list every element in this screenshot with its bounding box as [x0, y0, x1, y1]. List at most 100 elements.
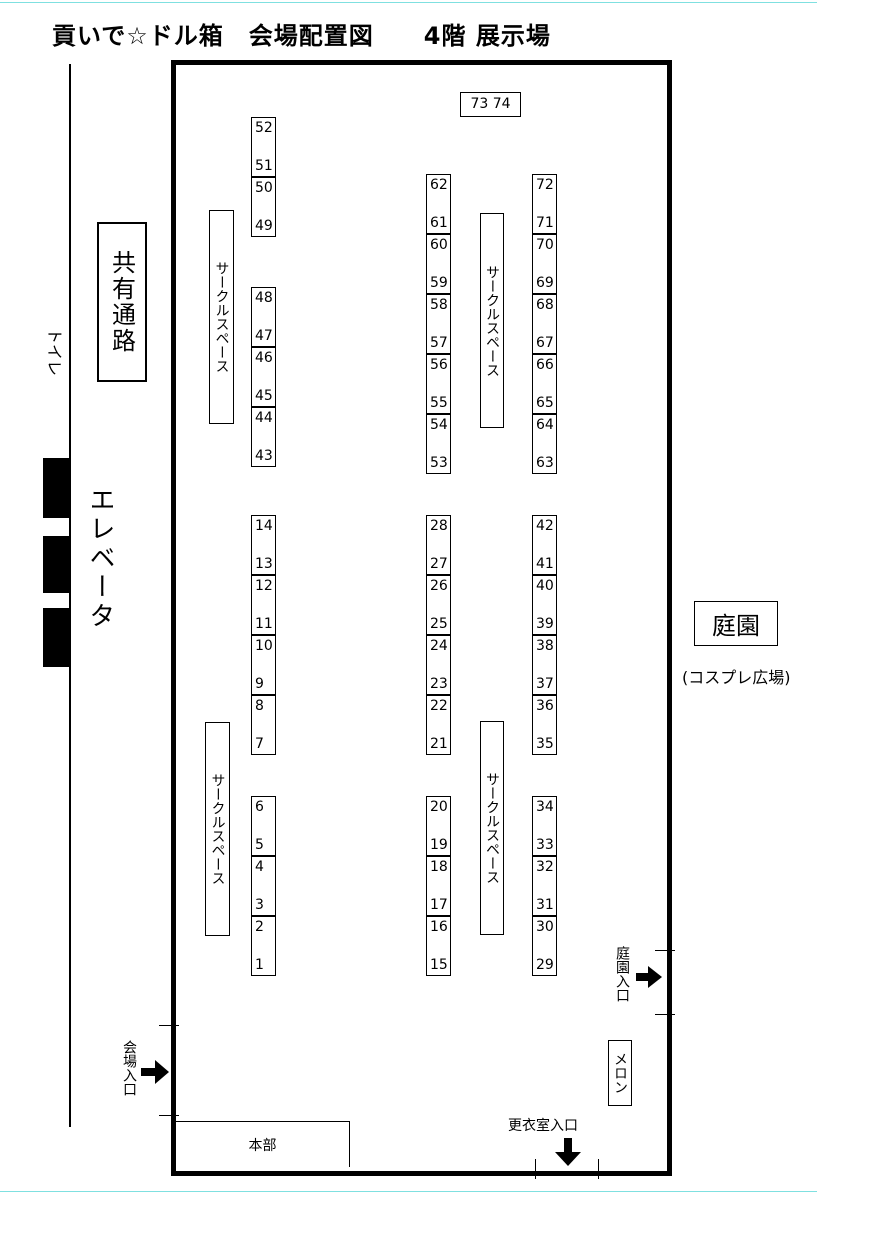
- booth-number: 34: [536, 799, 554, 815]
- booth-number: 53: [430, 455, 448, 471]
- melon-label: メロン: [608, 1040, 632, 1106]
- changing-room-arrow-icon: [555, 1138, 581, 1166]
- booth-number: 32: [536, 859, 554, 875]
- booth-46-45: 46 45: [251, 347, 276, 407]
- booth-number: 15: [430, 957, 448, 973]
- booth-number: 17: [430, 897, 448, 913]
- booth-30-29: 30 29: [532, 916, 557, 976]
- circle-space-1: サークルスペース: [209, 210, 234, 424]
- booth-number: 16: [430, 919, 448, 935]
- circle-space-4: サークルスペース: [480, 721, 504, 935]
- booth-number: 64: [536, 417, 554, 433]
- booth-number: 47: [255, 328, 273, 344]
- booth-number: 33: [536, 837, 554, 853]
- booth-number: 66: [536, 357, 554, 373]
- booth-52-51: 52 51: [251, 117, 276, 177]
- booth-number: 57: [430, 335, 448, 351]
- shared-corridor-label: 共有通路: [97, 222, 147, 382]
- booth-number: 52: [255, 120, 273, 136]
- garden-sub-label: (コスプレ広場): [682, 668, 791, 687]
- booth-number: 22: [430, 698, 448, 714]
- booth-number: 71: [536, 215, 554, 231]
- booth-50-49: 50 49: [251, 177, 276, 237]
- booth-number: 69: [536, 275, 554, 291]
- headquarters-box: 本部: [176, 1121, 350, 1167]
- booth-number: 29: [536, 957, 554, 973]
- garden-entrance-arrow-icon: [636, 966, 662, 988]
- booth-number: 11: [255, 616, 273, 632]
- booth-number: 8: [255, 698, 264, 714]
- booth-number: 1: [255, 957, 264, 973]
- booth-number: 6: [255, 799, 264, 815]
- booth-number: 46: [255, 350, 273, 366]
- changing-room-entrance-label: 更衣室入口: [508, 1118, 578, 1134]
- booth-56-55: 56 55: [426, 354, 451, 414]
- booth-number: 58: [430, 297, 448, 313]
- garden-label: 庭園: [694, 601, 778, 646]
- booth-number: 36: [536, 698, 554, 714]
- booth-22-21: 22 21: [426, 695, 451, 755]
- booth-number: 9: [255, 676, 264, 692]
- booth-number: 39: [536, 616, 554, 632]
- booth-73-74: 73 74: [460, 92, 521, 117]
- booth-12-11: 12 11: [251, 575, 276, 635]
- elevator-door-1: [43, 458, 70, 518]
- booth-number: 48: [255, 290, 273, 306]
- booth-number: 55: [430, 395, 448, 411]
- booth-number: 2: [255, 919, 264, 935]
- corridor-wall-line: [69, 64, 71, 1127]
- booth-number: 10: [255, 638, 273, 654]
- booth-36-35: 36 35: [532, 695, 557, 755]
- booth-24-23: 24 23: [426, 635, 451, 695]
- booth-number: 65: [536, 395, 554, 411]
- venue-entrance-label: 会場入口: [121, 1040, 137, 1096]
- booth-number: 23: [430, 676, 448, 692]
- booth-58-57: 58 57: [426, 294, 451, 354]
- booth-number: 24: [430, 638, 448, 654]
- booth-70-69: 70 69: [532, 234, 557, 294]
- elevator-door-2: [43, 536, 70, 593]
- venue-entrance-tick-top: [159, 1025, 179, 1026]
- booth-number: 72: [536, 177, 554, 193]
- booth-number: 35: [536, 736, 554, 752]
- booth-number: 12: [255, 578, 273, 594]
- booth-48-47: 48 47: [251, 287, 276, 347]
- booth-number: 20: [430, 799, 448, 815]
- booth-number: 49: [255, 218, 273, 234]
- booth-number: 21: [430, 736, 448, 752]
- circle-space-3: サークルスペース: [205, 722, 230, 936]
- booth-number: 56: [430, 357, 448, 373]
- garden-entrance-label: 庭園入口: [614, 946, 630, 1002]
- venue-entrance-arrow-icon: [141, 1060, 169, 1084]
- booth-number: 26: [430, 578, 448, 594]
- bottom-guide-line: [0, 1191, 817, 1192]
- booth-number: 30: [536, 919, 554, 935]
- booth-number: 50: [255, 180, 273, 196]
- booth-number: 45: [255, 388, 273, 404]
- booth-number: 51: [255, 158, 273, 174]
- booth-number: 25: [430, 616, 448, 632]
- venue-entrance-tick-bottom: [159, 1115, 179, 1116]
- changing-room-tick-right: [598, 1159, 599, 1179]
- booth-number: 14: [255, 518, 273, 534]
- booth-26-25: 26 25: [426, 575, 451, 635]
- booth-number: 19: [430, 837, 448, 853]
- booth-number: 68: [536, 297, 554, 313]
- booth-number: 60: [430, 237, 448, 253]
- elevator-label: エレベータ: [85, 486, 115, 631]
- booth-number: 70: [536, 237, 554, 253]
- booth-number: 62: [430, 177, 448, 193]
- elevator-door-3: [43, 608, 70, 667]
